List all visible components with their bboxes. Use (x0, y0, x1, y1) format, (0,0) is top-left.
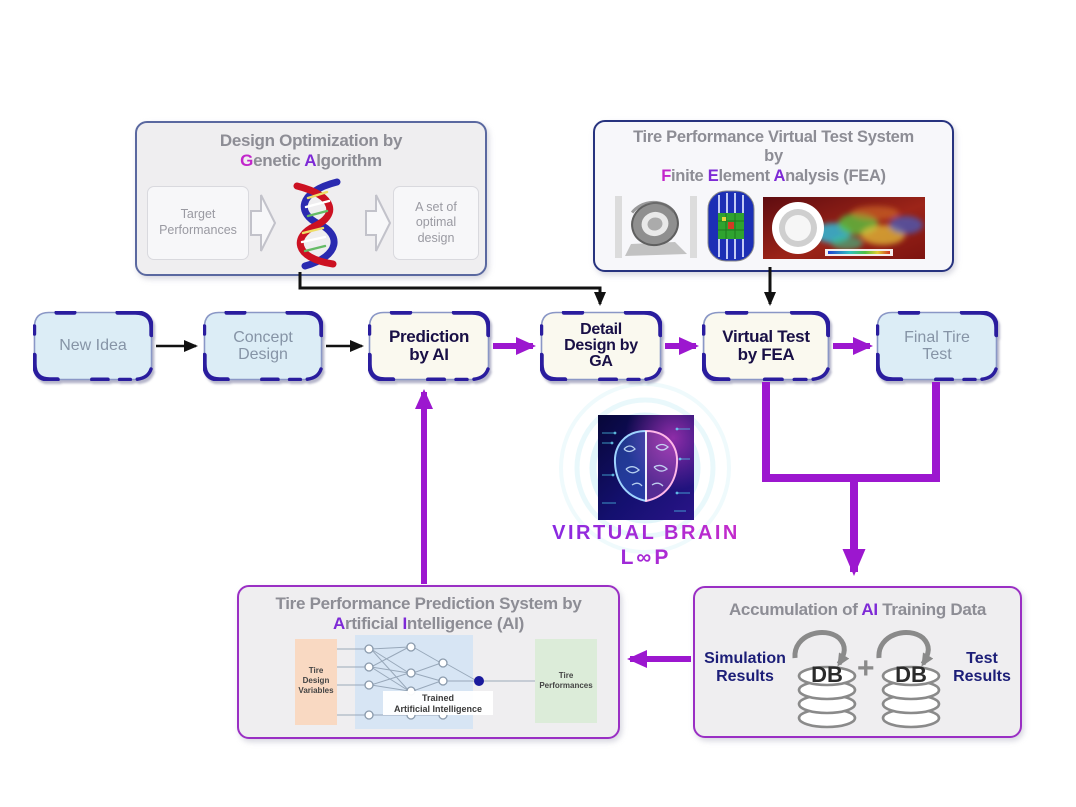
block-arrow-right-icon (365, 194, 391, 252)
db-simulation-icon: DB (792, 630, 857, 729)
flow-node-detail-design-by-ga: Detail Design by GA (540, 311, 662, 381)
fea-box-title: Tire Performance Virtual Test System by … (633, 128, 914, 185)
neural-network-diagram: Trained Artificial Intelligence Tire Des… (295, 635, 597, 729)
flow-node-prediction-by-ai: Prediction by AI (368, 311, 490, 381)
target-performances-box: Target Performances (147, 186, 249, 260)
brain-image (598, 415, 694, 520)
connector-gabox-to-detail (298, 272, 606, 306)
ga-box: Design Optimization by Genetic Algorithm… (135, 121, 487, 276)
fea-title-letter-a: A (773, 166, 786, 185)
plus-sign: + (857, 652, 875, 685)
flow-node-label: Final Tire Test (904, 328, 970, 363)
nn-input-label-line2: Design (303, 676, 330, 685)
ga-box-title: Design Optimization by Genetic Algorithm (219, 131, 403, 171)
flow-node-label: Prediction by AI (388, 326, 470, 364)
block-arrow-right-icon (250, 194, 276, 252)
flow-node-virtual-test-by-fea: Virtual Test by FEA (702, 311, 830, 381)
ai-box-title: Tire Performance Prediction System by Ar… (275, 594, 582, 634)
db-label: DB (811, 662, 843, 687)
test-results-label: Test Results (953, 650, 1011, 686)
fea-title-letter-e: E (707, 166, 719, 185)
accumulation-box: Accumulation of AI Training Data Simulat… (693, 586, 1022, 738)
flow-node-concept-design: Concept Design (203, 311, 323, 381)
flow-node-label: New Idea (59, 337, 127, 355)
ga-title-line1: Design Optimization by (219, 131, 403, 150)
flow-node-label: Detail Design by GA (564, 320, 638, 371)
ai-title-letter-a: A (333, 614, 345, 634)
ai-box: Tire Performance Prediction System by Ar… (237, 585, 620, 739)
nn-output-label-line2: Performances (539, 681, 593, 690)
acc-title-ai: AI (861, 600, 878, 619)
dna-helix-icon (293, 178, 341, 270)
fea-title-letter-f: F (661, 166, 672, 185)
ga-title-letter-a: A (304, 151, 317, 171)
nn-trained-label-line1: Trained (422, 693, 454, 703)
db-label: DB (895, 662, 927, 687)
simulation-results-label: Simulation Results (704, 650, 786, 686)
flow-node-new-idea: New Idea (33, 311, 153, 381)
optimal-design-box: A set of optimal design (393, 186, 479, 260)
fea-title-line2: by (764, 147, 783, 166)
ai-title-letter-i: I (402, 614, 407, 634)
fea-box: Tire Performance Virtual Test System by … (593, 120, 954, 272)
nn-output-node (474, 676, 484, 686)
nn-trained-label-line2: Artificial Intelligence (394, 704, 482, 714)
flow-node-final-tire-test: Final Tire Test (876, 311, 998, 381)
virtual-brain-caption: VIRTUAL BRAIN (536, 522, 756, 545)
nn-input-label-line3: Variables (298, 686, 334, 695)
ai-title-line1: Tire Performance Prediction System by (275, 594, 582, 613)
db-test-icon: DB (876, 630, 941, 729)
flow-node-label: Virtual Test by FEA (722, 326, 810, 364)
nn-output-label-line1: Tire (559, 671, 574, 680)
fea-title-line1: Tire Performance Virtual Test System (633, 128, 914, 146)
tire-fea-image (707, 190, 755, 262)
flow-node-label: Concept Design (233, 328, 293, 363)
loop-caption: L∞P (536, 546, 756, 570)
tire-cfd-image (763, 197, 925, 259)
nn-input-label-line1: Tire (309, 666, 324, 675)
accumulation-box-title: Accumulation of AI Training Data (728, 600, 987, 619)
tire-3d-image (615, 196, 697, 258)
ga-title-letter-g: G (240, 151, 254, 171)
